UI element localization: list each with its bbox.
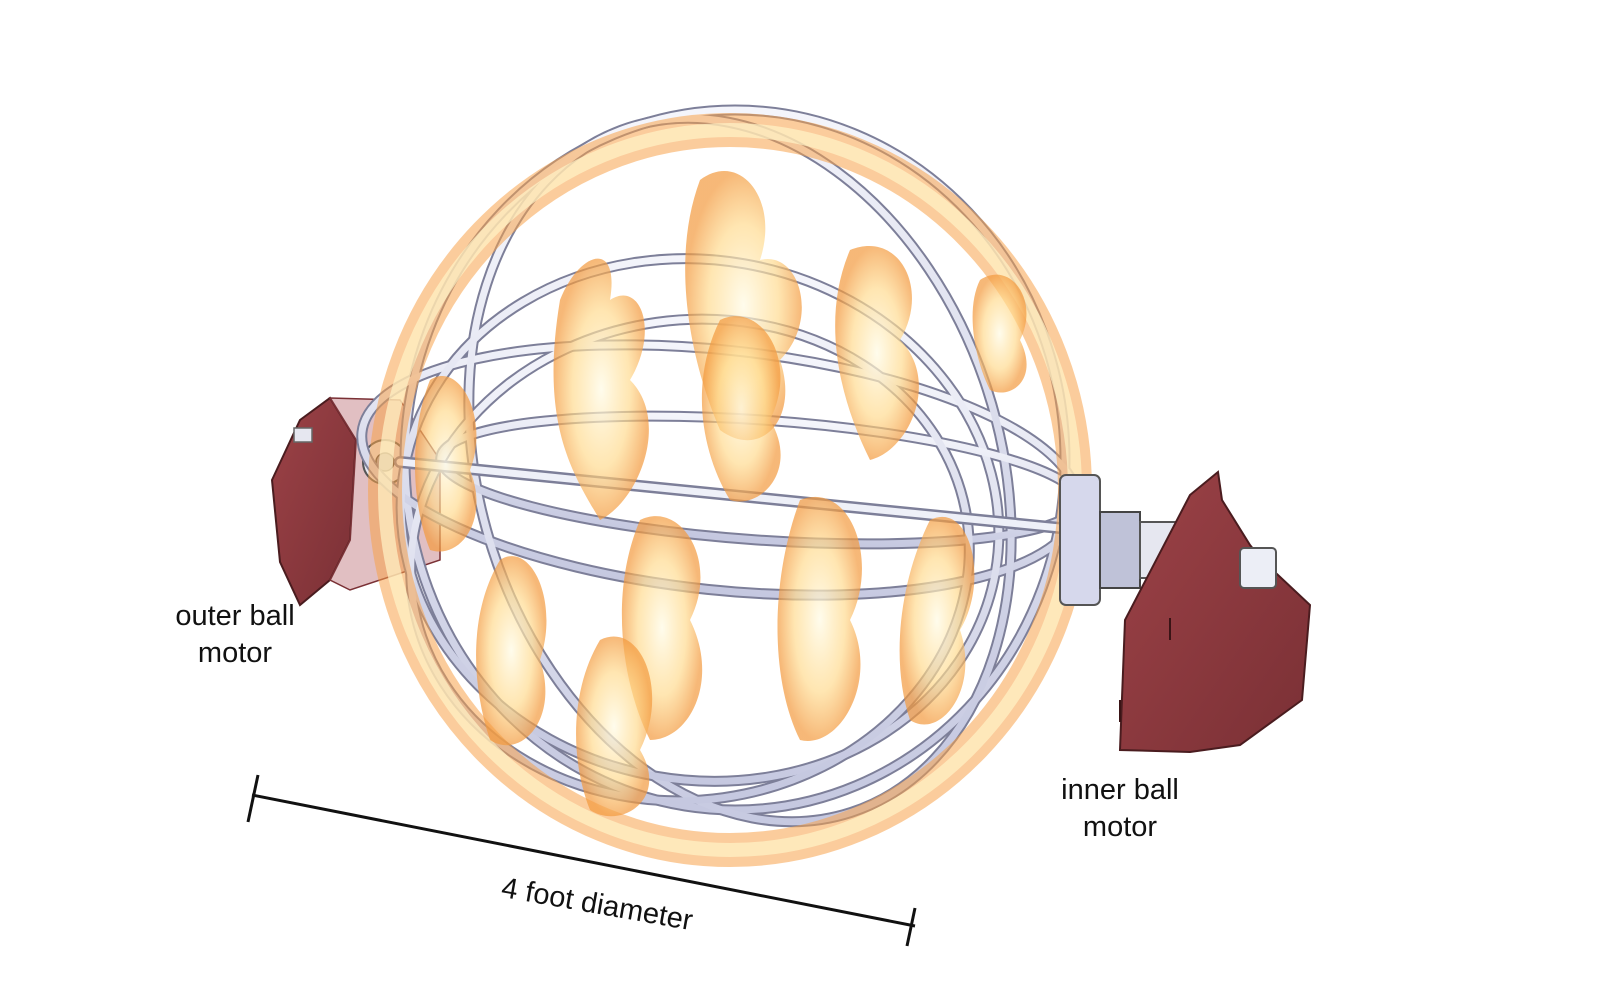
outer-label-line2: motor xyxy=(197,637,273,669)
outer-label-line1: outer ball xyxy=(175,600,295,632)
dimension-line-icon xyxy=(246,774,917,947)
inner-motor-mount-icon xyxy=(1059,470,1312,754)
flame-overlay-icon xyxy=(368,113,1092,867)
inner-label-line2: motor xyxy=(1082,811,1158,843)
inner-label-line1: inner ball xyxy=(1061,774,1179,806)
inner-ball-motor-label: inner ball motor xyxy=(1040,772,1200,846)
outer-ball-motor-label: outer ball motor xyxy=(150,598,320,672)
